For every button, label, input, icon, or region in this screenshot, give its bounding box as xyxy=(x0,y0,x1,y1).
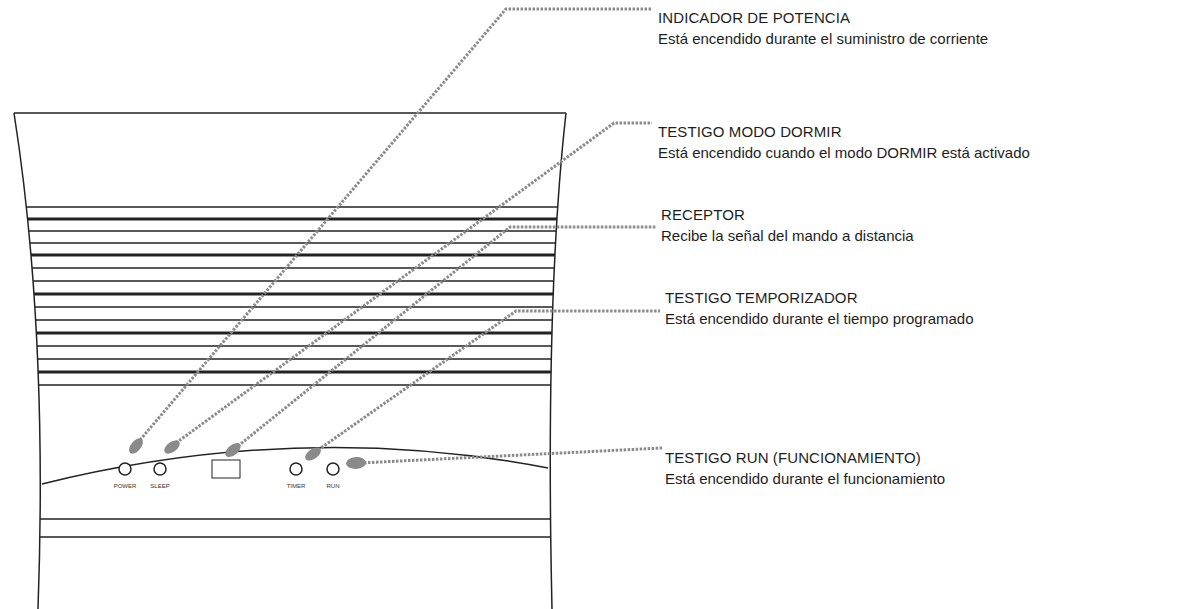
grille-bar xyxy=(10,280,570,282)
callout-heading: RECEPTOR xyxy=(661,206,745,224)
led-label: TIMER xyxy=(287,483,306,490)
callout-heading: TESTIGO RUN (FUNCIONAMIENTO) xyxy=(665,449,921,467)
grille-bar xyxy=(10,218,570,221)
panel-curve xyxy=(42,447,548,484)
panel-edge xyxy=(40,518,550,520)
led-label: SLEEP xyxy=(150,483,169,490)
housing-right xyxy=(550,113,566,609)
callout-heading: TESTIGO MODO DORMIR xyxy=(658,123,842,141)
panel-edge xyxy=(40,536,550,538)
led-label: POWER xyxy=(114,483,137,490)
callout-text: Recibe la señal del mando a distancia xyxy=(661,227,914,245)
leader-line xyxy=(176,123,652,443)
timer-led xyxy=(290,463,302,475)
callout-text: Está encendido durante el suministro de … xyxy=(658,30,988,48)
housing-left xyxy=(14,113,40,609)
grille-bar xyxy=(10,206,570,208)
callout-heading: TESTIGO TEMPORIZADOR xyxy=(665,289,858,307)
leader-tip xyxy=(223,440,243,459)
power-led xyxy=(119,463,131,475)
grille-bar xyxy=(10,242,570,244)
leader-line xyxy=(140,9,652,440)
leader-lines xyxy=(140,9,662,463)
grille-bar xyxy=(10,384,570,386)
grille-bar xyxy=(10,371,570,374)
leader-tip xyxy=(346,456,367,469)
leader-line xyxy=(360,448,662,463)
callout-text: Está encendido durante el funcionamiento xyxy=(665,470,945,488)
leader-tip xyxy=(126,436,145,456)
run-led xyxy=(327,463,339,475)
leader-tip xyxy=(162,438,182,457)
grille-bar xyxy=(10,293,570,296)
grille-bar xyxy=(10,345,570,347)
callout-text: Está encendido cuando el modo DORMIR est… xyxy=(658,144,1030,162)
grille-bar xyxy=(10,254,570,257)
sleep-led xyxy=(154,463,166,475)
housing-top xyxy=(14,112,566,114)
leader-tips xyxy=(126,436,366,470)
callout-heading: INDICADOR DE POTENCIA xyxy=(658,9,850,27)
grille-bar xyxy=(10,230,570,232)
leader-line xyxy=(318,311,660,450)
grille-bar xyxy=(10,267,570,269)
led-label: RUN xyxy=(327,483,340,490)
grille-bar xyxy=(10,306,570,308)
callout-text: Está encendido durante el tiempo program… xyxy=(665,310,974,328)
grille-bar xyxy=(10,319,570,321)
leader-tip xyxy=(303,445,323,464)
receiver-window xyxy=(212,460,240,478)
leader-line xyxy=(238,227,656,446)
